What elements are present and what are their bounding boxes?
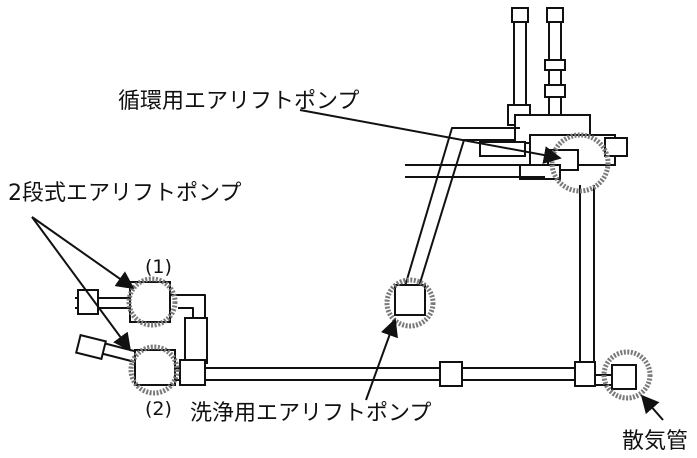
washing-pump-body [394,284,426,316]
right-vertical-pipe [579,185,612,386]
stage1-arrow [31,216,135,290]
marker-1-label: (1) [145,256,172,278]
main-horizontal-pipe [200,361,596,387]
two-stage-pump-label: 2段式エアリフトポンプ [8,181,241,206]
stage1-pump-ring [126,276,178,328]
circulation-pump-arrow [299,109,562,164]
top-vertical-pipes [507,7,566,126]
washing-pump-ring [384,277,436,329]
marker-2-label: (2) [145,398,172,420]
diffuser-label: 散気管 [622,429,688,454]
circulation-pump-label: 循環用エアリフトポンプ [118,89,359,114]
circulation-pump-assembly [405,114,628,180]
diffuser-arrow [640,394,664,421]
diffuser-ring [601,349,653,401]
washing-pump-label: 洗浄用エアリフトポンプ [190,401,431,426]
stage2-arrow [31,216,132,352]
washing-pump-arrow [365,318,398,401]
diffuser-body [611,364,637,390]
stage2-pump-ring [128,344,180,396]
two-stage-pump-assembly [74,281,208,386]
